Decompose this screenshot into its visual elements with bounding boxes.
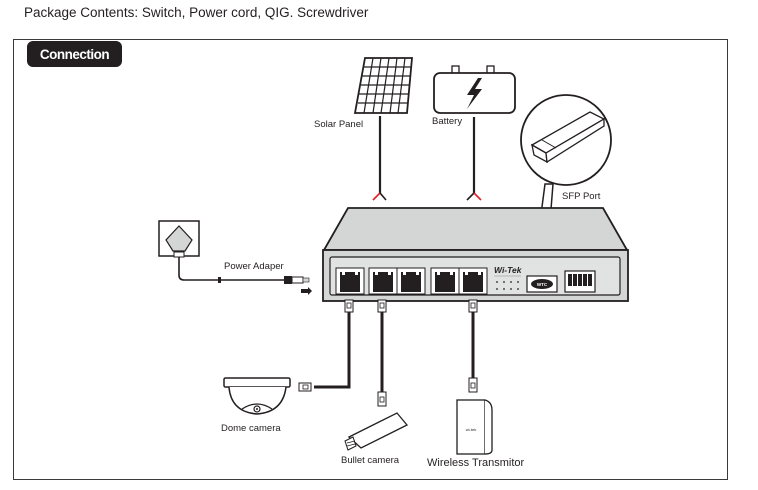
connection-frame [13, 39, 728, 480]
bullet-camera-cable [377, 299, 387, 407]
solar-panel-label: Solar Panel [314, 119, 363, 130]
transmitter-brand-logo: wi-tek [466, 427, 476, 432]
sfp-slot: WTC [526, 275, 558, 293]
battery-cable-connector [466, 192, 482, 201]
sfp-module-callout [520, 94, 612, 186]
dome-camera-icon [223, 377, 291, 415]
switch-brand-logo: Wi-Tek [494, 265, 523, 275]
rj45-port-4 [430, 267, 460, 295]
rj45-port-3 [396, 267, 426, 295]
dome-camera-label: Dome camera [221, 423, 281, 434]
wireless-transmitter-icon: wi-tek [456, 399, 493, 455]
bullet-camera-icon [344, 412, 409, 451]
battery-label: Battery [432, 116, 462, 127]
power-adapter-icon [158, 220, 312, 295]
bullet-camera-label: Bullet camera [341, 455, 400, 466]
status-leds [496, 281, 519, 290]
power-adapter-label: Power Adaper [224, 261, 284, 272]
wireless-transmitter-label: Wireless Transmitor [427, 457, 525, 469]
sfp-module-label: WTC [537, 282, 548, 287]
package-contents-text: Package Contents: Switch, Power cord, QI… [24, 5, 369, 20]
terminal-block [564, 270, 596, 293]
section-title-badge: Connection [27, 41, 122, 67]
rj45-port-1 [335, 267, 365, 295]
rj45-port-5 [458, 267, 488, 295]
rj45-port-2 [368, 267, 398, 295]
solar-panel-icon [353, 57, 413, 114]
poe-switch: Wi-Tek WTC [322, 207, 629, 302]
sfp-port-label: SFP Port [562, 191, 601, 202]
solar-cable-connector [372, 192, 387, 201]
dome-camera-cable [298, 299, 354, 392]
battery-icon [433, 65, 516, 114]
wireless-transmitter-cable [468, 299, 478, 393]
